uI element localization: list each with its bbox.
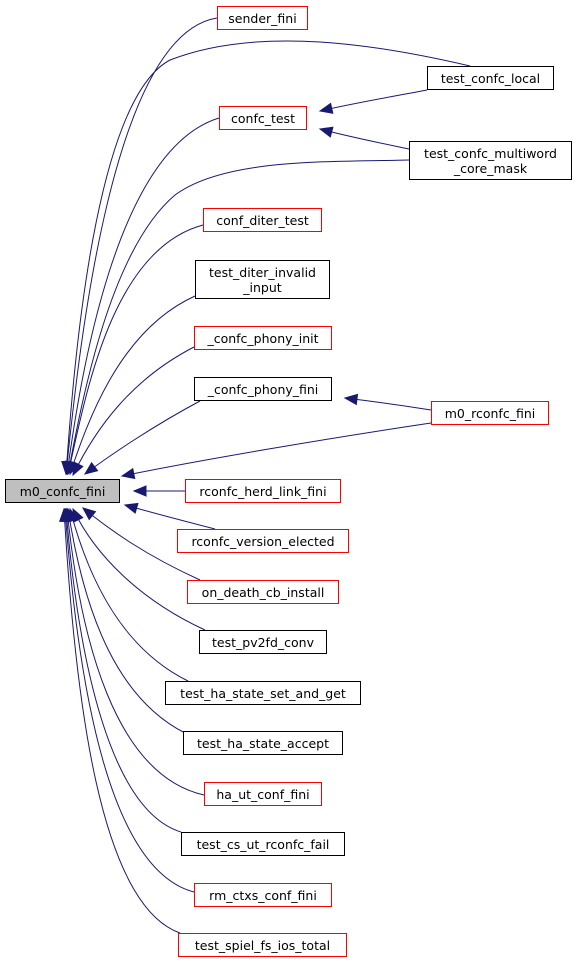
node-conf-diter-test[interactable]: conf_diter_test: [203, 208, 322, 232]
node-on-death-cb-install[interactable]: on_death_cb_install: [187, 580, 339, 604]
node-label: _confc_phony_init: [207, 330, 319, 346]
edge-_confc_phony_fini-to-m0_confc_fini: [83, 400, 201, 475]
node-label: test_confc_local: [440, 70, 541, 86]
node-rm-ctxs-conf-fini[interactable]: rm_ctxs_conf_fini: [194, 883, 332, 907]
node-test-pv2fd-conv[interactable]: test_pv2fd_conv: [199, 630, 327, 654]
node-test-cs-ut-rconfc-fail[interactable]: test_cs_ut_rconfc_fail: [181, 832, 345, 856]
node-rconfc-herd-link-fini[interactable]: rconfc_herd_link_fini: [185, 479, 341, 503]
node--confc-phony-fini[interactable]: _confc_phony_fini: [194, 377, 332, 401]
edge-test_confc_local-to-confc_test: [318, 89, 428, 114]
node-confc-test[interactable]: confc_test: [219, 106, 307, 130]
node-test-diter-invalid-input[interactable]: test_diter_invalid _input: [195, 260, 330, 299]
node-sender-fini[interactable]: sender_fini: [217, 6, 308, 30]
node-label: ha_ut_conf_fini: [216, 786, 310, 802]
node-label: test_ha_state_set_and_get: [180, 685, 346, 701]
node-test-confc-multiword-core-mask[interactable]: test_confc_multiword _core_mask: [409, 141, 572, 180]
node-test-ha-state-accept[interactable]: test_ha_state_accept: [183, 731, 343, 755]
edge-test_confc_multiword_core_mask-to-confc_test: [318, 126, 410, 150]
node-rconfc-version-elected[interactable]: rconfc_version_elected: [177, 529, 349, 553]
node-test-confc-local[interactable]: test_confc_local: [427, 66, 554, 90]
edge-sender_fini-to-m0_confc_fini: [61, 17, 218, 476]
node-label: m0_confc_fini: [19, 483, 106, 499]
node-label: test_pv2fd_conv: [212, 634, 314, 650]
node-label: rconfc_herd_link_fini: [199, 483, 327, 499]
node-label: test_cs_ut_rconfc_fail: [196, 836, 330, 852]
arrowhead: [318, 102, 334, 114]
node-label: rm_ctxs_conf_fini: [209, 887, 317, 903]
edge-test_ha_state_set_and_get-to-m0_confc_fini: [67, 507, 189, 682]
arrowhead: [318, 126, 334, 138]
arrowhead: [343, 393, 359, 406]
edge-on_death_cb_install-to-m0_confc_fini: [81, 507, 201, 581]
node-label: test_ha_state_accept: [197, 735, 329, 751]
node-test-ha-state-set-and-get[interactable]: test_ha_state_set_and_get: [165, 681, 361, 705]
arrowhead: [58, 507, 71, 522]
node-ha-ut-conf-fini[interactable]: ha_ut_conf_fini: [204, 782, 322, 806]
arrowhead: [72, 461, 84, 477]
edge-test_cs_ut_rconfc_fail-to-m0_confc_fini: [61, 507, 182, 833]
arrowhead: [81, 507, 97, 521]
node-label: m0_rconfc_fini: [444, 405, 536, 421]
node-m0-rconfc-fini[interactable]: m0_rconfc_fini: [431, 401, 549, 425]
node--confc-phony-init[interactable]: _confc_phony_init: [194, 326, 332, 350]
node-label: test_confc_multiword _core_mask: [424, 145, 557, 176]
edge-rconfc_version_elected-to-m0_confc_fini: [123, 502, 216, 530]
arrowhead: [120, 467, 136, 480]
edge-rconfc_herd_link_fini-to-m0_confc_fini: [132, 485, 186, 497]
edge-m0_rconfc_fini-to-_confc_phony_fini: [343, 393, 432, 411]
node-test-spiel-fs-ios-total[interactable]: test_spiel_fs_ios_total: [178, 933, 347, 957]
node-label: on_death_cb_install: [201, 584, 325, 600]
node-m0-confc-fini: m0_confc_fini: [5, 479, 120, 503]
node-label: test_spiel_fs_ios_total: [194, 937, 331, 953]
node-label: confc_test: [231, 110, 295, 126]
node-label: conf_diter_test: [216, 212, 309, 228]
arrowhead: [132, 485, 147, 497]
edge-m0_rconfc_fini-to-m0_confc_fini: [120, 422, 432, 480]
edge-conf_diter_test-to-m0_confc_fini: [65, 224, 204, 476]
node-label: sender_fini: [228, 10, 297, 26]
arrowhead: [83, 461, 99, 475]
node-label: rconfc_version_elected: [191, 533, 335, 549]
arrowhead: [123, 502, 139, 514]
node-label: _confc_phony_fini: [207, 381, 319, 397]
node-label: test_diter_invalid _input: [209, 264, 316, 295]
edge-_confc_phony_init-to-m0_confc_fini: [72, 346, 195, 477]
edge-test_spiel_fs_ios_total-to-m0_confc_fini: [58, 507, 181, 934]
